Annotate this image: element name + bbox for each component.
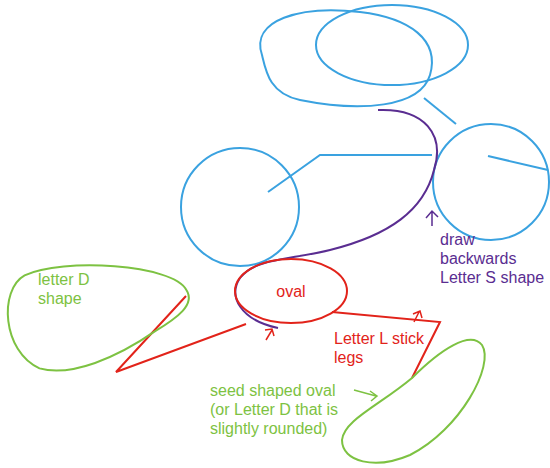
arm-line xyxy=(268,155,432,192)
pointer-arrow xyxy=(413,311,422,322)
stick-leg xyxy=(116,296,246,372)
pointer-arrow xyxy=(354,390,377,401)
pointer-arrow xyxy=(426,211,438,226)
instruction-note: draw backwards Letter S shape xyxy=(440,230,548,287)
d-shape: letter D shape xyxy=(6,262,192,374)
pointer-arrow xyxy=(265,329,274,340)
node-outline xyxy=(6,262,192,374)
right-circle xyxy=(433,124,549,240)
instruction-note: Letter L stick legs xyxy=(334,329,430,367)
s-curve xyxy=(236,110,437,328)
arm-line xyxy=(488,156,548,170)
neck-line xyxy=(424,98,456,124)
oval-shape: oval xyxy=(234,258,348,324)
left-circle xyxy=(181,148,299,266)
node-text: oval xyxy=(276,282,305,301)
head-outline xyxy=(260,10,432,106)
head-circle xyxy=(316,5,468,85)
instruction-note: seed shaped oval (or Letter D that is sl… xyxy=(210,381,350,438)
node-text: letter D shape xyxy=(38,270,98,308)
seed-shape xyxy=(342,340,485,463)
